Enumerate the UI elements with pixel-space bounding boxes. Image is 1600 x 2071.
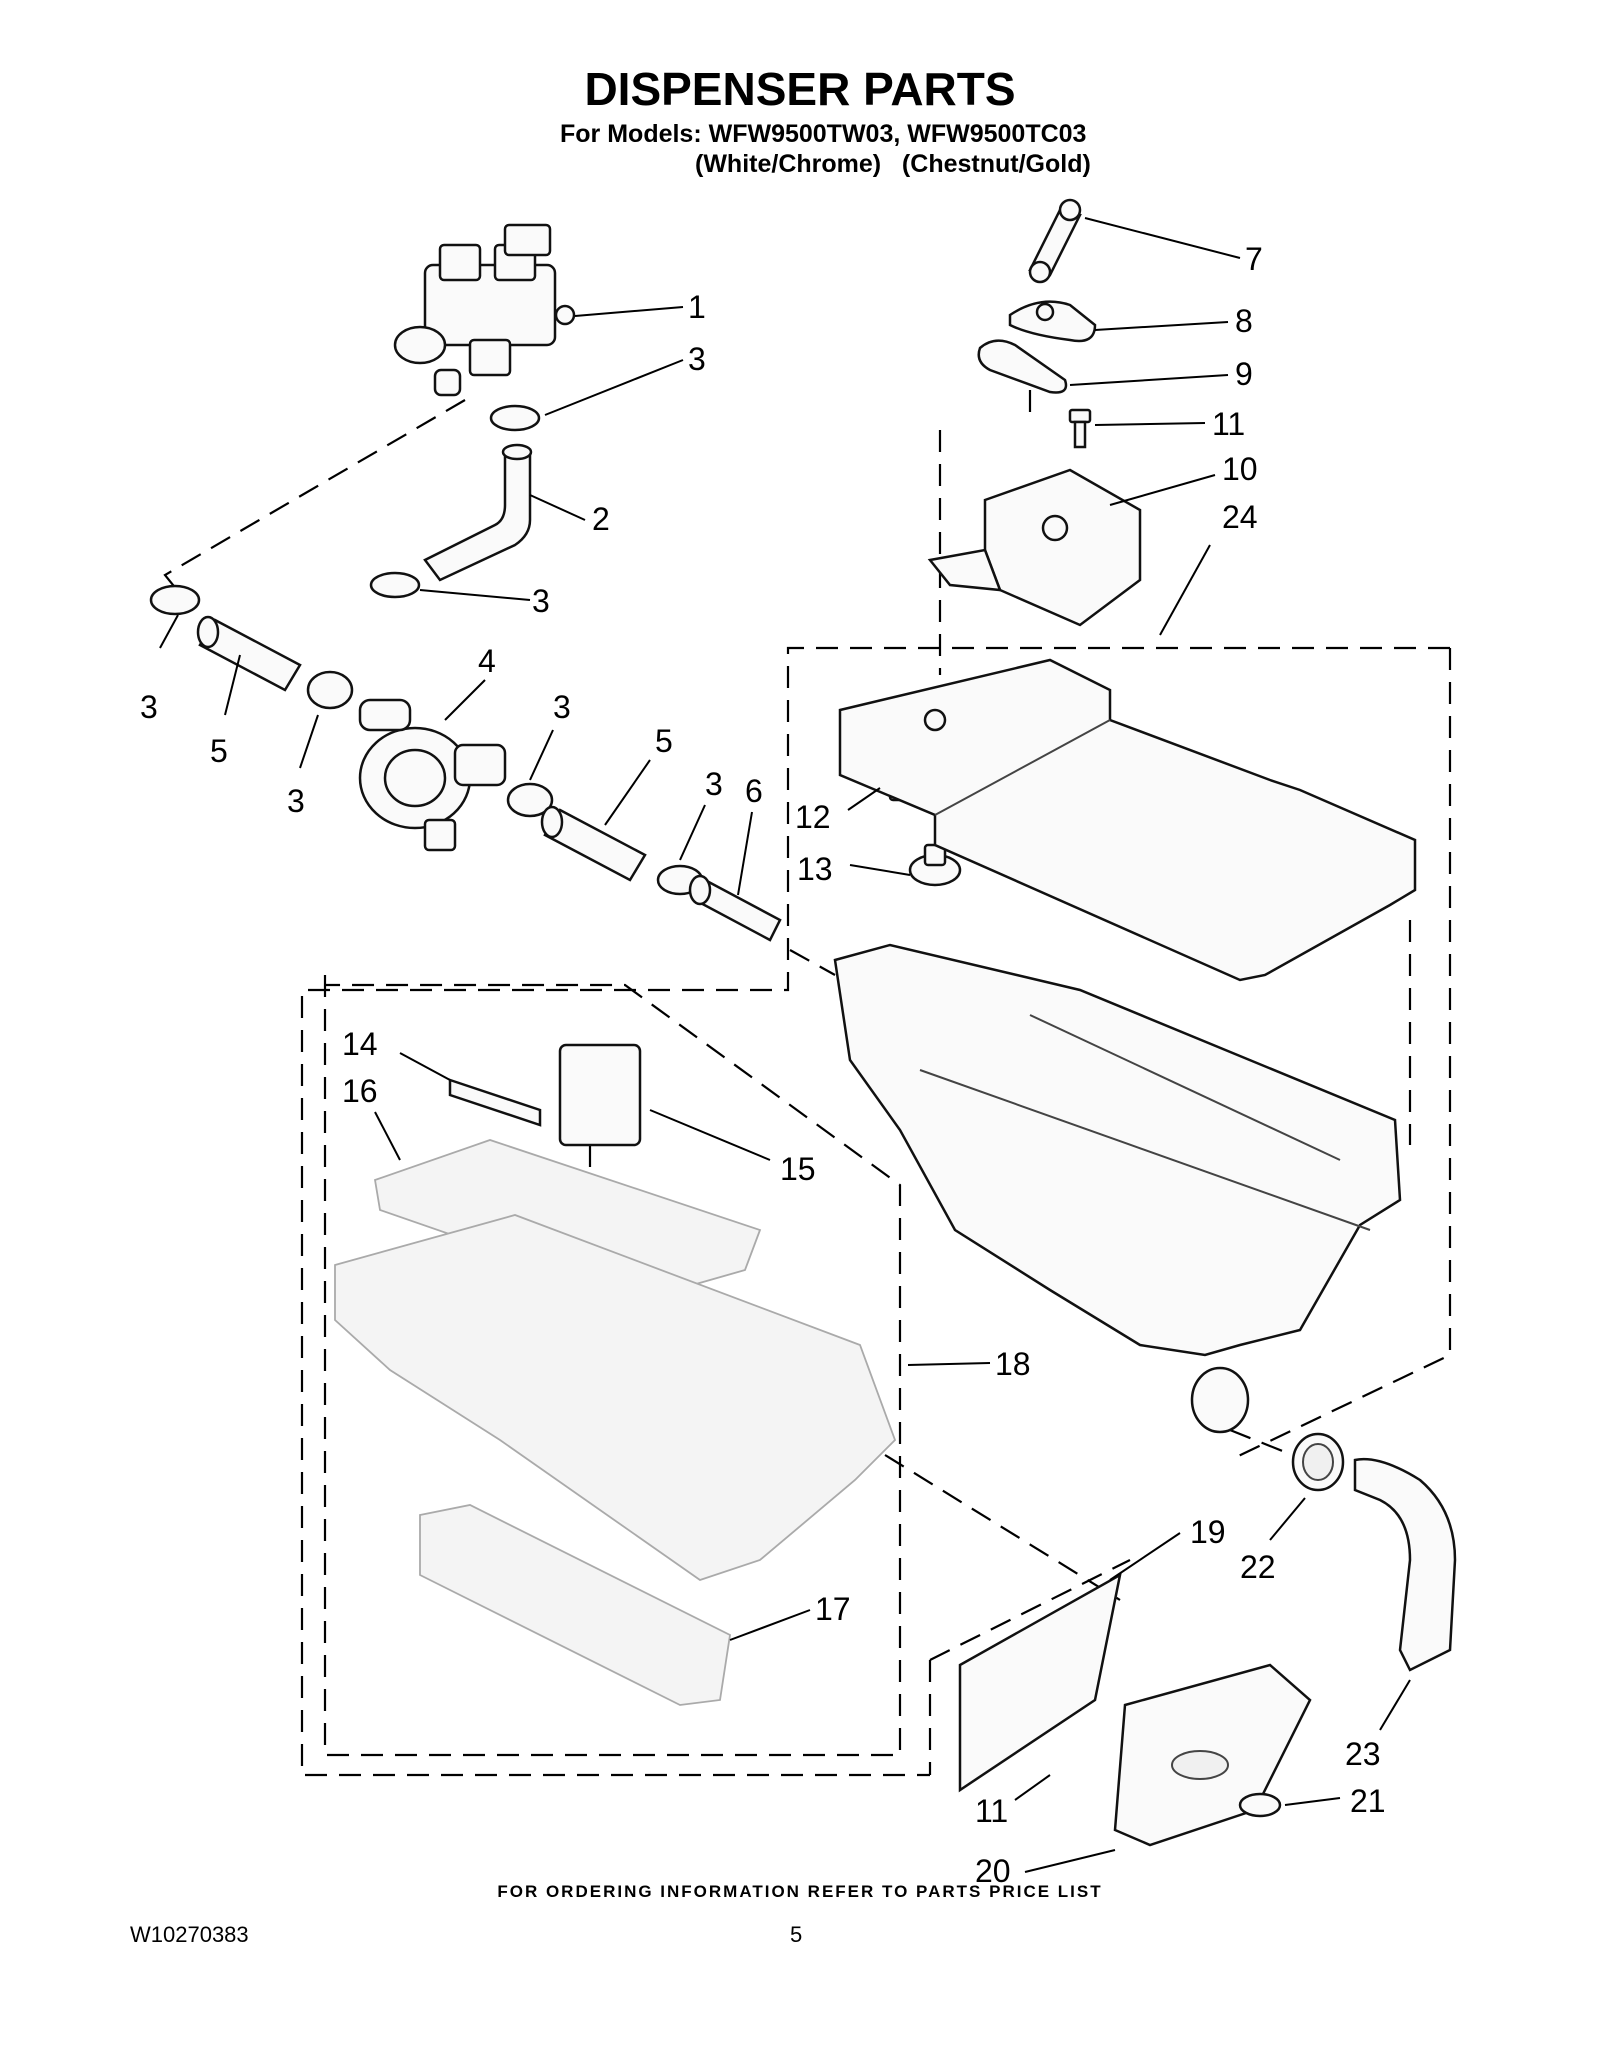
ordering-note: FOR ORDERING INFORMATION REFER TO PARTS … xyxy=(497,1882,1103,1901)
page-number: 5 xyxy=(790,1922,803,1947)
callout-1: 1 xyxy=(688,289,706,325)
callout-18: 18 xyxy=(995,1346,1031,1382)
part-6-nozzle xyxy=(688,874,782,942)
callout-labels: 1 3 2 3 3 5 3 4 3 5 3 6 7 8 9 11 10 24 1… xyxy=(140,241,1386,1889)
part-20-dispenser-panel xyxy=(1113,1663,1312,1847)
part-dispenser-housing xyxy=(833,943,1402,1434)
callout-5: 5 xyxy=(655,723,673,759)
part-9-gasket xyxy=(977,339,1068,394)
callout-5: 5 xyxy=(210,733,228,769)
callout-20: 20 xyxy=(975,1853,1011,1889)
part-13-actuator xyxy=(908,843,962,887)
assembly-box-24 xyxy=(300,646,1452,1777)
callout-12: 12 xyxy=(795,799,831,835)
callout-6: 6 xyxy=(745,773,763,809)
part-14-lever xyxy=(448,1078,542,1127)
part-16-dispenser-drawer xyxy=(334,1139,897,1581)
callout-7: 7 xyxy=(1245,241,1263,277)
callout-10: 10 xyxy=(1222,451,1258,487)
callout-4: 4 xyxy=(478,643,496,679)
part-22-bellows xyxy=(1291,1432,1345,1492)
callout-13: 13 xyxy=(797,851,833,887)
callout-15: 15 xyxy=(780,1151,816,1187)
part-3-clamp xyxy=(149,404,704,896)
callout-14: 14 xyxy=(342,1026,378,1062)
callout-22: 22 xyxy=(1240,1549,1276,1585)
callout-11: 11 xyxy=(1212,406,1245,442)
part-21-ring xyxy=(1238,1792,1282,1818)
part-19-bracket xyxy=(958,1572,1122,1793)
callout-19: 19 xyxy=(1190,1514,1226,1550)
part-5-tube xyxy=(196,615,647,882)
part-1-inlet-valve xyxy=(393,223,576,397)
leader-lines xyxy=(159,217,1411,1873)
part-8-cam xyxy=(1008,300,1097,343)
callout-3: 3 xyxy=(532,583,550,619)
callout-9: 9 xyxy=(1235,356,1253,392)
dash-leaders xyxy=(163,390,1412,1601)
assembly-box-18 xyxy=(323,975,902,1757)
part-24-housing-cover xyxy=(838,658,1417,982)
callout-3: 3 xyxy=(688,341,706,377)
part-2-hose xyxy=(423,443,533,582)
callout-24: 24 xyxy=(1222,499,1258,535)
part-23-drain-hose xyxy=(1353,1458,1457,1672)
callout-16: 16 xyxy=(342,1073,378,1109)
assembly-box-19 xyxy=(928,1559,1131,1775)
colors-line: (White/Chrome) (Chestnut/Gold) xyxy=(695,150,1091,178)
models-line: For Models: WFW9500TW03, WFW9500TC03 xyxy=(560,120,1087,148)
callout-11: 11 xyxy=(975,1793,1008,1829)
part-17-drawer-front xyxy=(419,1504,731,1706)
part-7-link-arm xyxy=(1028,198,1082,284)
part-10-dispenser-motor xyxy=(927,468,1142,627)
callout-17: 17 xyxy=(815,1591,851,1627)
callout-23: 23 xyxy=(1345,1736,1381,1772)
page-title: DISPENSER PARTS xyxy=(584,63,1016,115)
callout-2: 2 xyxy=(592,501,610,537)
document-number: W10270383 xyxy=(130,1922,249,1947)
callout-21: 21 xyxy=(1350,1783,1386,1819)
callout-3: 3 xyxy=(140,689,158,725)
part-15-cap xyxy=(558,1043,642,1147)
part-4-vacuum-break xyxy=(358,698,507,852)
callout-8: 8 xyxy=(1235,303,1253,339)
callout-3: 3 xyxy=(705,766,723,802)
callout-3: 3 xyxy=(287,783,305,819)
callout-3: 3 xyxy=(553,689,571,725)
